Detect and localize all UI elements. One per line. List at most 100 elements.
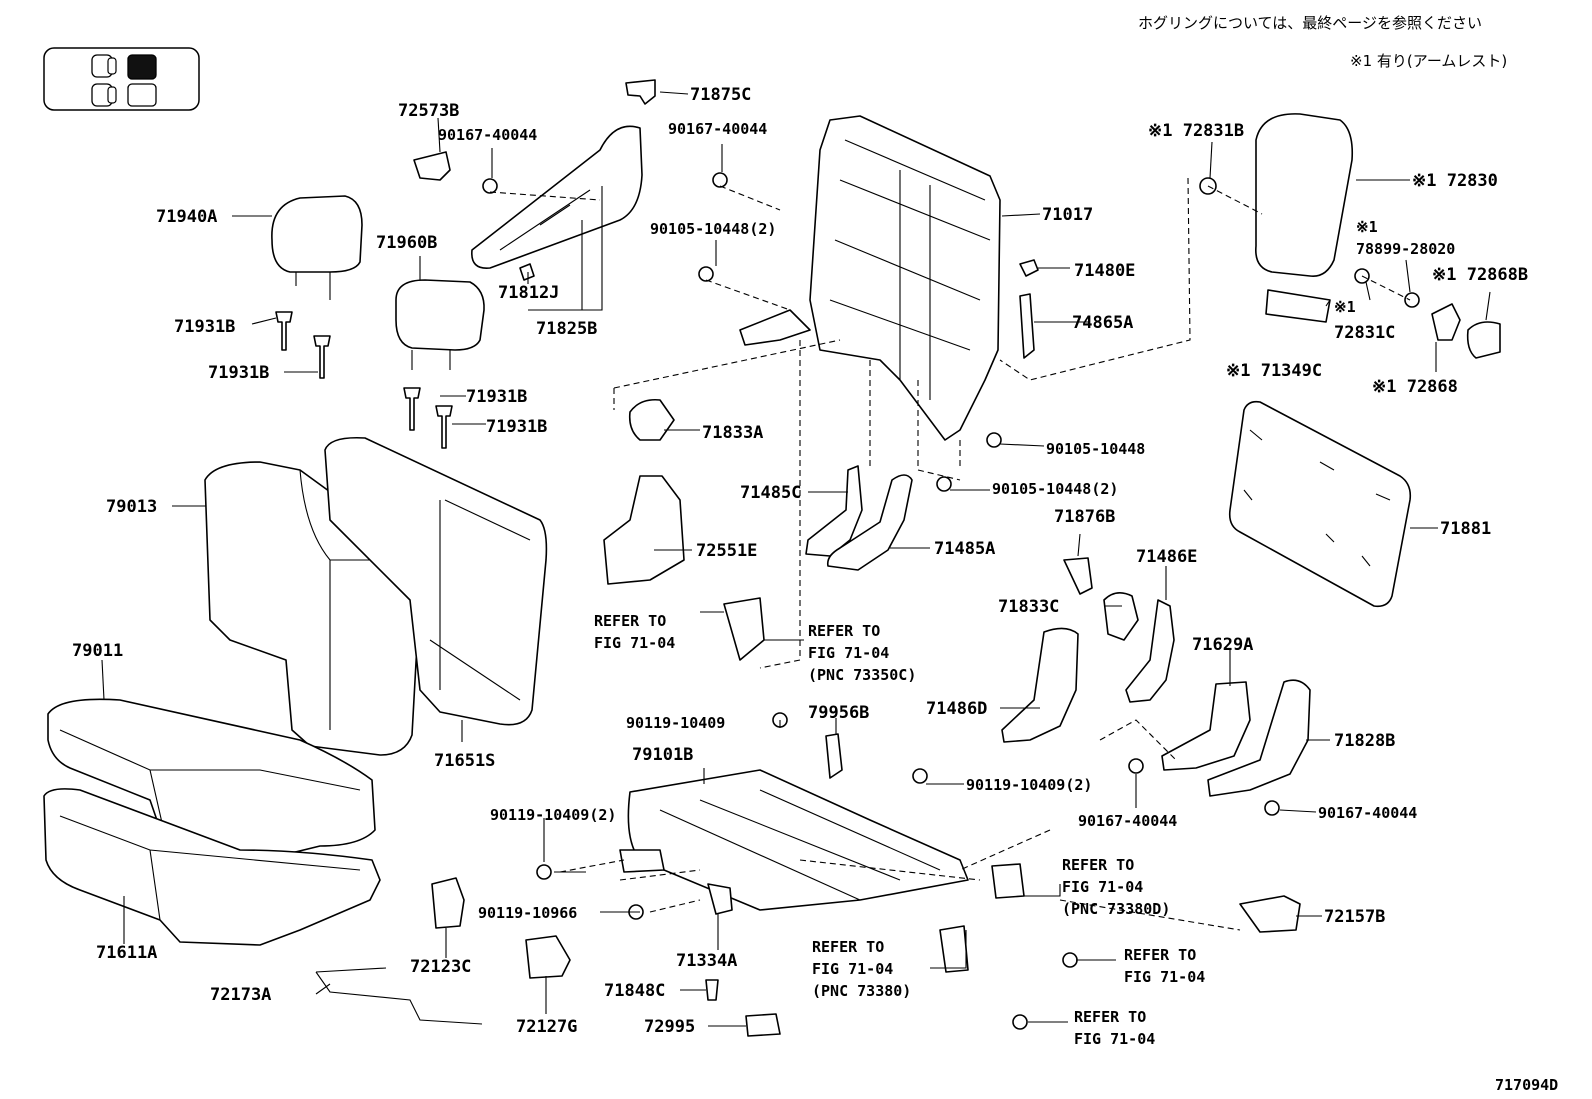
svg-text:REFER TO: REFER TO (812, 938, 884, 956)
svg-text:REFER TO: REFER TO (1062, 856, 1134, 874)
label-71825b: 71825B (536, 319, 597, 339)
label-71349c: ※1 71349C (1226, 361, 1322, 381)
label-90119-10409-c: 90119-10409(2) (490, 806, 616, 824)
label-72868: ※1 72868 (1372, 377, 1458, 397)
seat-position-key-icon (43, 47, 200, 111)
label-71833c: 71833C (998, 597, 1059, 617)
seat-belt-buckle-icon (723, 597, 1025, 973)
label-71875c: 71875C (690, 85, 751, 105)
headrest-guide-icon (275, 311, 453, 449)
label-72551e: 72551E (696, 541, 757, 561)
seat-frame-79101b (619, 769, 969, 911)
svg-text:FIG 71-04: FIG 71-04 (1124, 968, 1205, 986)
label-71486d: 71486D (926, 699, 987, 719)
seatback-frame-71017 (739, 115, 1001, 441)
label-71876b: 71876B (1054, 507, 1115, 527)
cover-71828b (1207, 679, 1311, 797)
headrest-71960b (395, 279, 485, 370)
label-72868b: ※1 72868B (1432, 265, 1528, 285)
svg-text:REFER TO: REFER TO (808, 622, 880, 640)
cap-72868b-icon (1466, 321, 1501, 359)
label-71828b: 71828B (1334, 731, 1395, 751)
label-90167-40044-a: 90167-40044 (438, 126, 537, 144)
svg-text:REFER TO: REFER TO (1124, 946, 1196, 964)
bolt-icon (482, 172, 1420, 1030)
label-71629a: 71629A (1192, 635, 1253, 655)
svg-text:FIG 71-04: FIG 71-04 (812, 960, 893, 978)
cover-71876b (1063, 557, 1093, 595)
label-71848c: 71848C (604, 981, 665, 1001)
armrest-72830 (1255, 113, 1354, 277)
refer-block-1: REFER TO FIG 71-04 (594, 612, 675, 652)
label-71931b-3: 71931B (466, 387, 527, 407)
label-71931b-1: 71931B (174, 317, 235, 337)
bracket-72157b (1239, 895, 1301, 933)
label-72831c: 72831C (1334, 323, 1395, 343)
armrest-bracket-71825b (471, 125, 643, 269)
seat-cushion-pad-71611a (43, 788, 381, 946)
leader-lines (101, 91, 1491, 1027)
label-72123c: 72123C (410, 957, 471, 977)
bracket-72123c (431, 877, 465, 929)
label-90119-10966: 90119-10966 (478, 904, 577, 922)
label-72127g: 72127G (516, 1017, 577, 1037)
label-71931b-2: 71931B (208, 363, 269, 383)
label-90119-10409-a: 90119-10409 (626, 714, 725, 732)
cover-72551e (603, 475, 685, 585)
bracket-71349c (1265, 289, 1331, 323)
refer-block-5: REFER TO FIG 71-04 (1124, 946, 1205, 986)
refer-block-4: REFER TO FIG 71-04 (PNC 73380) (812, 938, 911, 1000)
headrest-71940a (271, 195, 363, 300)
label-74865a: 74865A (1072, 313, 1133, 333)
label-71881: 71881 (1440, 519, 1491, 539)
hog-ring-note: ホグリングについては、最終ページを参照ください (1138, 14, 1482, 32)
label-72995: 72995 (644, 1017, 695, 1037)
label-72573b: 72573B (398, 101, 459, 121)
label-90105-10448-a: 90105-10448(2) (650, 220, 776, 238)
bracket-72868-icon (1431, 303, 1461, 341)
label-71486e: 71486E (1136, 547, 1197, 567)
cover-71833c (1103, 592, 1139, 641)
figure-id: 717094D (1495, 1076, 1558, 1094)
refer-block-6: REFER TO FIG 71-04 (1074, 1008, 1155, 1048)
svg-text:(PNC 73380D): (PNC 73380D) (1062, 900, 1170, 918)
back-board-71881 (1228, 400, 1412, 608)
svg-text:FIG 71-04: FIG 71-04 (808, 644, 889, 662)
label-90167-40044-c: 90167-40044 (1078, 812, 1177, 830)
label-72831c-mark: ※1 (1334, 298, 1356, 316)
cover-71485a (826, 474, 913, 571)
svg-text:(PNC 73380): (PNC 73380) (812, 982, 911, 1000)
label-71931b-4: 71931B (486, 417, 547, 437)
svg-text:FIG 71-04: FIG 71-04 (1074, 1030, 1155, 1048)
label-71833a: 71833A (702, 423, 763, 443)
svg-text:REFER TO: REFER TO (1074, 1008, 1146, 1026)
clip-71812j-icon (519, 263, 535, 281)
label-71017: 71017 (1042, 205, 1093, 225)
seatback-pad-71651s (324, 436, 548, 726)
label-71480e: 71480E (1074, 261, 1135, 281)
label-71651s: 71651S (434, 751, 495, 771)
label-72830: ※1 72830 (1412, 171, 1498, 191)
label-71812j: 71812J (498, 283, 559, 303)
label-71940a: 71940A (156, 207, 217, 227)
label-72831b: ※1 72831B (1148, 121, 1244, 141)
refer-block-2: REFER TO FIG 71-04 (PNC 73350C) (808, 622, 916, 684)
label-79956b: 79956B (808, 703, 869, 723)
label-79013: 79013 (106, 497, 157, 517)
label-79101b: 79101B (632, 745, 693, 765)
bracket-72995 (745, 1013, 781, 1037)
assembly-lines (489, 177, 1411, 931)
cover-71486e (1125, 599, 1175, 703)
cover-71486d (1001, 627, 1079, 743)
cover-72127g (525, 935, 571, 979)
svg-text:REFER TO: REFER TO (594, 612, 666, 630)
clip-72573b-icon (413, 151, 451, 181)
label-78899-28020: 78899-28020 (1356, 240, 1455, 258)
clip-71480e-icon (1019, 259, 1039, 277)
label-71960b: 71960B (376, 233, 437, 253)
svg-text:FIG 71-04: FIG 71-04 (1062, 878, 1143, 896)
cover-71629a (1161, 681, 1251, 771)
clip-71875c-icon (625, 79, 656, 105)
label-71485c: 71485C (740, 483, 801, 503)
